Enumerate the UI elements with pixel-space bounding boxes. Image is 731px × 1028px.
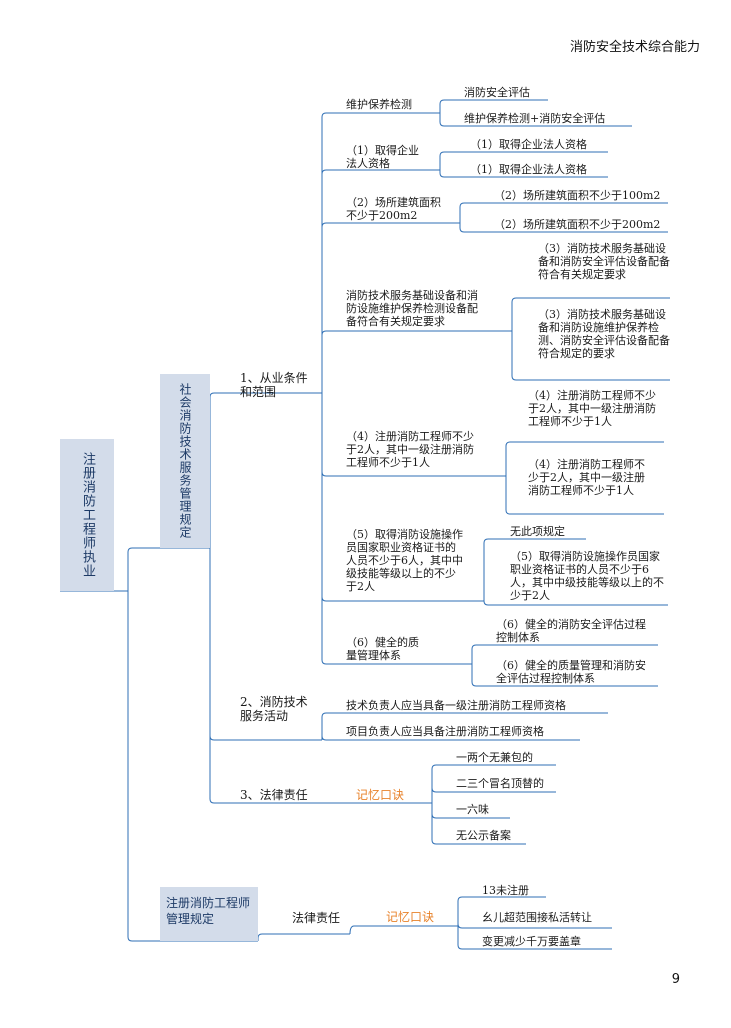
branch-social-label: 社会消防技术服务管理规定 bbox=[178, 383, 192, 539]
item2-label: 2、消防技术服务活动 bbox=[240, 695, 308, 723]
group-label: （1）取得企业法人资格 bbox=[346, 144, 419, 170]
leaf-text: （6）健全的消防安全评估过程控制体系 bbox=[496, 618, 646, 644]
leaf-text: 13未注册 bbox=[482, 884, 529, 897]
leaf-text: 项目负责人应当具备注册消防工程师资格 bbox=[346, 725, 544, 738]
page-number: 9 bbox=[671, 972, 680, 987]
item3-label: 3、法律责任 bbox=[240, 788, 308, 802]
group-label: 消防技术服务基础设备和消防设施维护保养检测设备配备符合有关规定要求 bbox=[346, 289, 478, 328]
mnemonic-label: 记忆口诀 bbox=[356, 788, 405, 802]
group-label: （5）取得消防设施操作员国家职业资格证书的人员不少于6人，其中中级技能等级以上的… bbox=[346, 528, 463, 593]
leaf-text: 无公示备案 bbox=[456, 829, 511, 842]
leaf-text: （3）消防技术服务基础设备和消防设施维护保养检测、消防安全评估设备配备符合规定的… bbox=[538, 308, 670, 360]
leaf-text: （2）场所建筑面积不少于100m2 bbox=[494, 189, 661, 202]
leaf-text: 无此项规定 bbox=[510, 525, 565, 538]
leaf-text: （1）取得企业法人资格 bbox=[470, 138, 587, 151]
leaf-text: 技术负责人应当具备一级注册消防工程师资格 bbox=[346, 699, 566, 712]
group-label: （2）场所建筑面积不少于200m2 bbox=[346, 196, 441, 222]
branch-social-node: 社会消防技术服务管理规定 bbox=[160, 374, 210, 548]
leaf-text: 变更减少千万要盖章 bbox=[482, 935, 581, 948]
leaf-text: （4）注册消防工程师不少于2人，其中一级注册消防工程师不少于1人 bbox=[528, 389, 656, 428]
leaf-text: （5）取得消防设施操作员国家职业资格证书的人员不少于6人，其中中级技能等级以上的… bbox=[510, 550, 664, 602]
leaf-text: 维护保养检测+消防安全评估 bbox=[464, 112, 606, 125]
leaf-text: 二三个冒名顶替的 bbox=[456, 777, 544, 790]
leaf-text: 消防安全评估 bbox=[464, 86, 530, 99]
running-header: 消防安全技术综合能力 bbox=[569, 40, 700, 55]
group-label: （6）健全的质量管理体系 bbox=[346, 636, 419, 662]
leaf-text: 幺儿超范围接私活转让 bbox=[482, 911, 592, 924]
root-label: 注册消防工程师执业 bbox=[80, 452, 95, 578]
leaf-text: （3）消防技术服务基础设备和消防安全评估设备配备符合有关规定要求 bbox=[538, 242, 670, 281]
group-label: 维护保养检测 bbox=[346, 98, 412, 111]
leaf-text: 一两个无兼包的 bbox=[456, 751, 533, 764]
item1-label: 1、从业条件和范围 bbox=[240, 371, 308, 399]
root-node: 注册消防工程师执业 bbox=[60, 439, 114, 591]
leaf-text: 一六味 bbox=[456, 803, 489, 816]
leaf-text: （1）取得企业法人资格 bbox=[470, 163, 587, 176]
mnemonic-label: 记忆口诀 bbox=[386, 910, 435, 924]
leaf-text: （6）健全的质量管理和消防安全评估过程控制体系 bbox=[496, 659, 646, 685]
group-label: （4）注册消防工程师不少于2人，其中一级注册消防工程师不少于1人 bbox=[346, 430, 474, 469]
branch-engineer-label: 注册消防工程师管理规定 bbox=[166, 896, 251, 926]
branch-engineer-node: 注册消防工程师管理规定 bbox=[160, 887, 258, 941]
leaf-text: （4）注册消防工程师不少于2人，其中一级注册消防工程师不少于1人 bbox=[528, 458, 645, 497]
leaf-text: （2）场所建筑面积不少于200m2 bbox=[494, 218, 661, 231]
engineer-item-label: 法律责任 bbox=[292, 911, 341, 925]
